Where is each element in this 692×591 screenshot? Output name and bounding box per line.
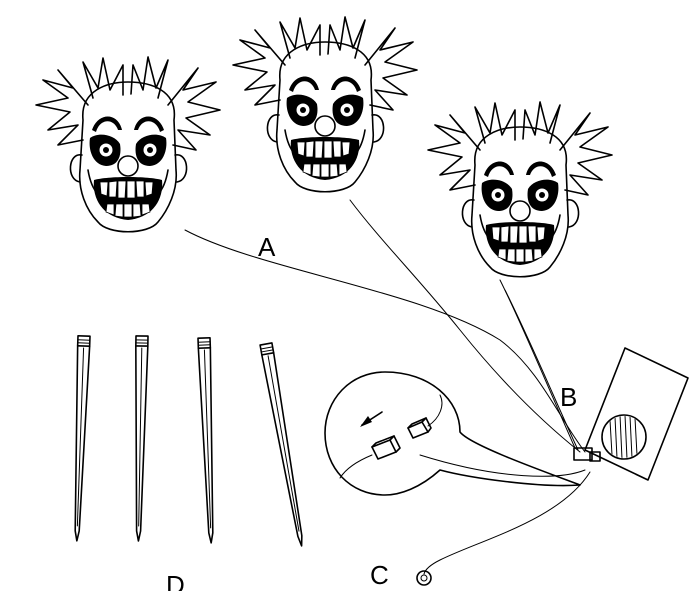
stake-4 <box>260 343 307 547</box>
stake-3 <box>198 338 217 543</box>
speaker-box <box>574 348 688 480</box>
clown-head-left <box>36 57 220 232</box>
label-c: C <box>370 560 389 590</box>
clown-head-right <box>428 102 612 277</box>
label-b: B <box>560 382 577 412</box>
stake-1 <box>71 336 90 541</box>
label-a: A <box>258 232 276 262</box>
clown-head-center <box>233 17 417 192</box>
label-d: D <box>166 570 185 591</box>
stake-2 <box>132 336 148 541</box>
